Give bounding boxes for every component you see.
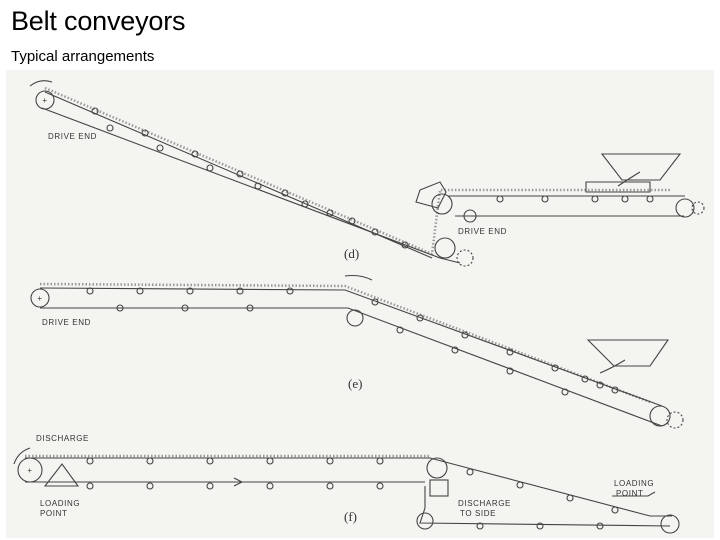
idlers-d xyxy=(91,107,654,249)
svg-text:+: + xyxy=(37,294,42,303)
discharge-to-side-label-2: TO SIDE xyxy=(460,509,496,518)
svg-text:+: + xyxy=(42,96,47,105)
material-layer-e xyxy=(39,282,651,404)
slide-title: Belt conveyors xyxy=(11,6,186,36)
idlers-e xyxy=(86,287,619,396)
loading-hopper-f-left xyxy=(43,463,80,487)
loading-point-label-f-right-1: LOADING xyxy=(614,479,654,488)
slide-subtitle: Typical arrangements xyxy=(11,48,155,65)
rotation-arrow-d xyxy=(29,80,53,87)
belt-top-f xyxy=(25,457,672,517)
belt-incline-bottom-d xyxy=(41,107,441,259)
belt-return-d xyxy=(439,257,461,264)
tail-pulley-d xyxy=(434,237,456,259)
loading-arrow-f xyxy=(612,491,656,497)
drive-end-label-d-right: DRIVE END xyxy=(458,227,507,236)
bend-pulley-d xyxy=(463,209,477,223)
rotation-arrow-e xyxy=(344,274,373,281)
flow-arrow-d xyxy=(617,171,641,187)
flow-arrow-e xyxy=(599,359,626,374)
belt-bottom-f xyxy=(419,486,671,527)
transfer-chute-d xyxy=(415,181,447,209)
loading-point-label-f-right-2: POINT xyxy=(616,489,643,498)
drive-pulley-f xyxy=(426,457,448,479)
svg-text:+: + xyxy=(27,466,32,475)
arrangement-e: + xyxy=(30,274,684,429)
hopper-skirt-d xyxy=(585,181,651,193)
head-pulley-f xyxy=(17,457,43,483)
caption-f: (f) xyxy=(344,509,357,524)
bend-pulley-e xyxy=(346,309,364,327)
caption-d: (d) xyxy=(344,246,359,261)
head-pulley-d xyxy=(675,198,695,218)
discharge-label-f: DISCHARGE xyxy=(36,434,89,443)
snub-pulley-e xyxy=(666,411,684,429)
drive-end-label-d-left: DRIVE END xyxy=(48,132,97,141)
direction-arrowhead-f xyxy=(233,477,244,487)
bend-pulley-f xyxy=(416,512,434,530)
snub-pulley-d xyxy=(456,249,474,267)
loading-point-label-f-left-1: LOADING xyxy=(40,499,80,508)
drive-pulley-d-right xyxy=(431,193,453,215)
tail-pulley-e xyxy=(649,405,671,427)
drive-pulley-d-left xyxy=(35,90,55,110)
discharge-chute-f xyxy=(429,479,449,497)
take-up-pulley-d xyxy=(691,201,705,215)
conveyor-diagram: + DRIVE END DRIVE END (d) xyxy=(0,68,720,540)
arrangement-d: + xyxy=(29,80,705,267)
feed-hopper-d xyxy=(600,153,682,181)
caption-e: (e) xyxy=(348,376,362,391)
feed-hopper-e xyxy=(586,339,670,367)
rotation-arrow-f xyxy=(13,447,31,465)
arrangement-f: + xyxy=(13,447,680,534)
loading-point-label-f-left-2: POINT xyxy=(40,509,67,518)
scan-background xyxy=(6,70,714,538)
drive-pulley-e xyxy=(30,288,50,308)
idlers-f xyxy=(86,457,619,530)
tail-pulley-f xyxy=(660,514,680,534)
conveyor-drawings: + DRIVE END DRIVE END (d) xyxy=(6,70,714,538)
discharge-to-side-label-1: DISCHARGE xyxy=(458,499,511,508)
belt-bottom-e xyxy=(40,307,663,427)
drive-end-label-e: DRIVE END xyxy=(42,318,91,327)
